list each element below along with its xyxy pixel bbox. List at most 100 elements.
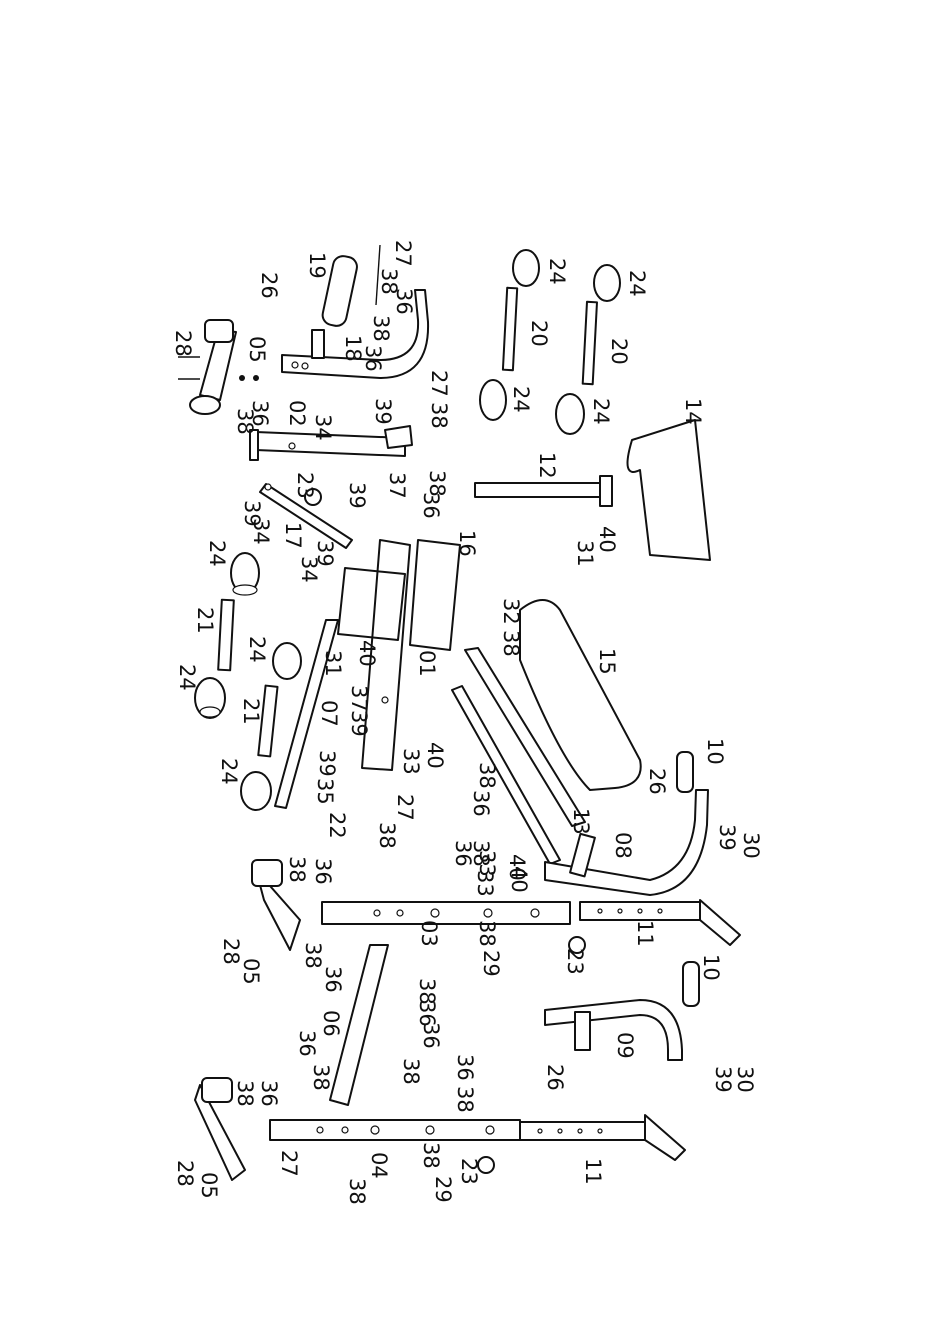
part-label-29: 29 [479, 950, 503, 977]
part-label-36: 36 [453, 1054, 477, 1081]
part-label-40: 40 [595, 526, 619, 553]
part-label-02: 02 [285, 400, 309, 427]
part-label-23: 23 [563, 948, 587, 975]
part-label-36: 36 [451, 840, 475, 867]
part-label-28: 28 [171, 330, 195, 357]
part-label-36: 36 [248, 400, 272, 427]
part-label-39: 39 [711, 1066, 735, 1093]
part-label-23: 23 [293, 472, 317, 499]
part-label-38: 38 [377, 268, 401, 295]
part-label-34: 34 [311, 414, 335, 441]
part-label-39: 39 [715, 824, 739, 851]
part-label-11: 11 [633, 920, 657, 947]
rollers-21-left [194, 552, 302, 811]
part-05-foot-top [178, 319, 259, 415]
part-07-tube [274, 619, 339, 809]
part-label-31: 31 [321, 650, 345, 677]
part-08-10-arm [544, 751, 709, 896]
part-23-knob-top [304, 488, 322, 506]
part-label-38: 38 [419, 1142, 443, 1169]
part-label-36: 36 [361, 345, 385, 372]
part-label-36: 36 [419, 1022, 443, 1049]
part-label-32: 32 [499, 598, 523, 625]
part-label-34: 34 [297, 556, 321, 583]
part-label-13: 13 [569, 808, 593, 835]
part-label-08: 08 [611, 832, 635, 859]
part-05-foot-mid [251, 859, 301, 951]
part-label-38: 38 [399, 1058, 423, 1085]
part-label-38: 38 [285, 856, 309, 883]
part-03-beam [321, 901, 571, 925]
part-label-39: 39 [345, 482, 369, 509]
part-05-foot-bottom [194, 1077, 246, 1181]
part-04-beam [269, 1119, 521, 1141]
part-label-39: 39 [313, 540, 337, 567]
part-label-38: 38 [415, 978, 439, 1005]
part-19-18-handle [281, 244, 430, 379]
part-label-40: 40 [505, 854, 529, 881]
part-label-36: 36 [321, 966, 345, 993]
part-label-36: 36 [392, 288, 416, 315]
part-label-37: 37 [385, 472, 409, 499]
part-label-33: 33 [473, 870, 497, 897]
part-label-14: 14 [681, 398, 705, 425]
part-label-09: 09 [613, 1032, 637, 1059]
part-label-28: 28 [219, 938, 243, 965]
part-label-39: 39 [371, 398, 395, 425]
part-06-beam [329, 944, 389, 1106]
part-label-18: 18 [341, 335, 365, 362]
part-label-03: 03 [417, 920, 441, 947]
part-label-10: 10 [699, 954, 723, 981]
part-label-17: 17 [281, 522, 305, 549]
part-label-11: 11 [581, 1158, 605, 1185]
part-11-lower [519, 1114, 686, 1161]
part-02-upright [249, 425, 413, 461]
part-label-26: 26 [543, 1064, 567, 1091]
part-11-upper [579, 899, 741, 946]
rollers-20-right [479, 249, 621, 435]
part-01-main-frame [337, 539, 411, 771]
part-label-35: 35 [313, 778, 337, 805]
part-label-24: 24 [509, 386, 533, 413]
part-label-38: 38 [427, 402, 451, 429]
part-label-01: 01 [415, 650, 439, 677]
part-17-bar [259, 483, 353, 549]
part-label-37: 37 [347, 685, 371, 712]
part-label-24: 24 [245, 636, 269, 663]
part-label-38: 38 [345, 1178, 369, 1205]
part-label-04: 04 [367, 1152, 391, 1179]
part-label-30: 30 [739, 832, 763, 859]
part-label-24: 24 [175, 664, 199, 691]
part-label-38: 38 [475, 762, 499, 789]
part-label-27: 27 [427, 370, 451, 397]
part-23-knob-mid [568, 936, 586, 954]
part-label-38: 38 [369, 315, 393, 342]
part-label-38: 38 [375, 822, 399, 849]
part-label-22: 22 [325, 812, 349, 839]
part-label-38: 38 [309, 1064, 333, 1091]
part-label-26: 26 [645, 768, 669, 795]
part-label-33: 33 [475, 850, 499, 877]
part-label-15: 15 [595, 648, 619, 675]
part-label-21: 21 [239, 698, 263, 725]
part-label-27: 27 [391, 240, 415, 267]
part-label-38: 38 [301, 942, 325, 969]
part-label-28: 28 [173, 1160, 197, 1187]
part-label-39: 39 [315, 750, 339, 777]
part-label-07: 07 [317, 700, 341, 727]
part-label-36: 36 [295, 1030, 319, 1057]
part-label-36: 36 [311, 858, 335, 885]
part-label-40: 40 [423, 742, 447, 769]
part-label-36: 36 [257, 1080, 281, 1107]
part-13-rail [451, 647, 586, 865]
part-label-40: 40 [355, 640, 379, 667]
part-label-38: 38 [233, 1080, 257, 1107]
part-label-38: 38 [469, 840, 493, 867]
part-label-24: 24 [589, 398, 613, 425]
part-label-38: 38 [499, 630, 523, 657]
part-label-16: 16 [455, 530, 479, 557]
part-label-36: 36 [415, 1000, 439, 1027]
